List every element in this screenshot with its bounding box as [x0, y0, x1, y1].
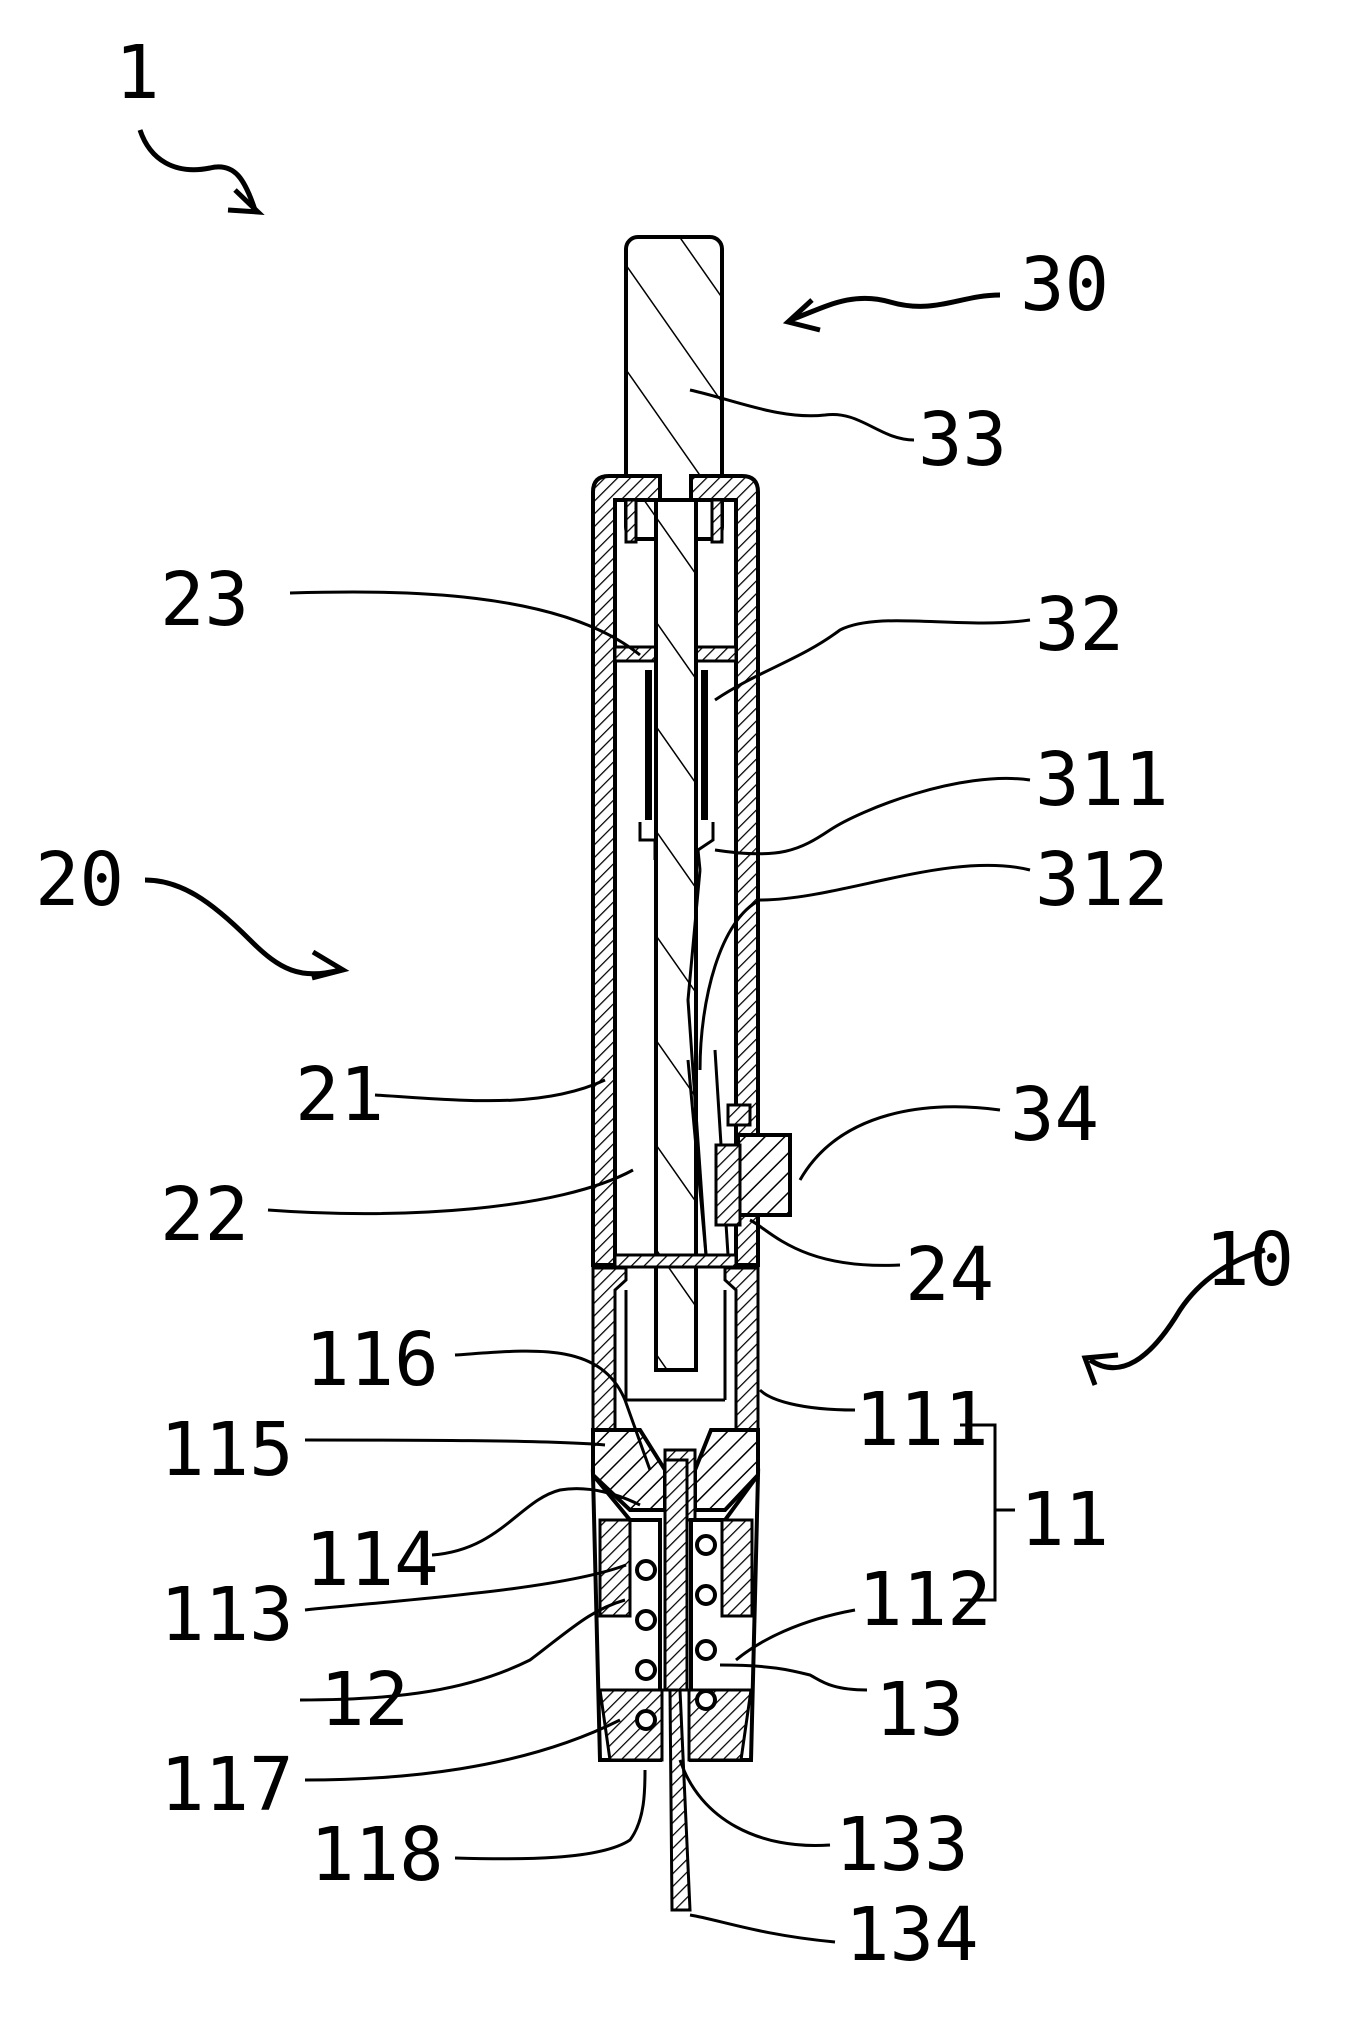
- label-133: 133: [835, 1802, 969, 1888]
- label-34: 34: [1010, 1072, 1099, 1158]
- label-22: 22: [160, 1172, 249, 1258]
- label-111: 111: [855, 1377, 989, 1463]
- shaft-rod: [656, 500, 696, 1370]
- label-12: 12: [320, 1657, 409, 1743]
- label-23: 23: [160, 557, 249, 643]
- label-114: 114: [305, 1517, 439, 1603]
- label-115: 115: [160, 1407, 294, 1493]
- label-11: 11: [1020, 1477, 1109, 1563]
- label-33: 33: [918, 397, 1007, 483]
- label-21: 21: [295, 1052, 384, 1138]
- label-112: 112: [858, 1557, 992, 1643]
- label-116: 116: [305, 1317, 439, 1403]
- label-10: 10: [1205, 1217, 1294, 1303]
- label-32: 32: [1035, 582, 1124, 668]
- label-1: 1: [115, 30, 160, 116]
- label-311: 311: [1035, 737, 1169, 823]
- label-312: 312: [1035, 837, 1169, 923]
- label-20: 20: [35, 837, 124, 923]
- label-113: 113: [160, 1572, 294, 1658]
- partition-bottom: [615, 1255, 736, 1267]
- label-13: 13: [875, 1667, 964, 1753]
- label-117: 117: [160, 1742, 294, 1828]
- label-30: 30: [1020, 242, 1109, 328]
- label-118: 118: [310, 1812, 444, 1898]
- label-24: 24: [905, 1232, 994, 1318]
- label-134: 134: [845, 1892, 979, 1978]
